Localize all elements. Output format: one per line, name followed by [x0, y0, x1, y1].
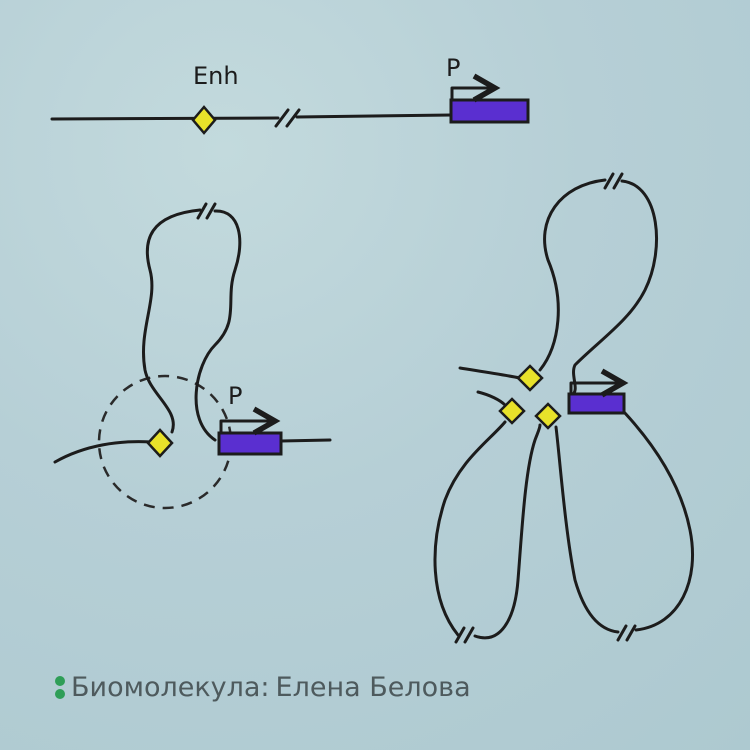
dna-strand	[142, 208, 202, 434]
enhancer-diamond	[191, 105, 217, 135]
enhancer-label: Enh	[193, 62, 239, 90]
transcription-arrow	[219, 406, 281, 436]
credit-line: Биомолекула: Елена Белова	[55, 672, 471, 703]
linear-dna-panel: Enh P	[50, 54, 530, 135]
dna-strand	[433, 420, 507, 637]
dna-strand	[279, 438, 332, 443]
dna-strand	[473, 423, 542, 640]
dna-strand	[53, 440, 154, 464]
dna-strand	[570, 179, 659, 397]
dna-strand	[554, 425, 620, 634]
break-mark	[603, 172, 624, 190]
dna-strand	[458, 366, 522, 380]
enhancer-diamond	[498, 397, 526, 425]
dna-strand	[538, 178, 607, 372]
dna-strand	[194, 209, 242, 442]
promoter-box	[449, 98, 530, 124]
promoter-box	[567, 392, 626, 415]
logo-icon	[55, 676, 65, 699]
enhancer-diamond	[146, 428, 174, 458]
dna-strand	[476, 390, 507, 407]
promoter-box	[217, 431, 283, 456]
break-mark	[454, 626, 475, 644]
break-mark	[196, 202, 217, 220]
break-mark	[616, 624, 637, 642]
break-mark	[274, 108, 301, 128]
enhancer-diamond	[534, 402, 562, 430]
dna-strand	[622, 410, 695, 632]
transcription-arrow	[450, 73, 501, 103]
credit-author: Елена Белова	[275, 672, 471, 703]
promoter-label: P	[228, 382, 242, 410]
enhancer-diamond	[516, 364, 544, 392]
credit-source: Биомолекула:	[71, 672, 270, 703]
promoter-label: P	[446, 54, 460, 82]
dna-strand	[50, 116, 280, 121]
single-loop-panel: P	[53, 202, 332, 510]
transcription-arrow	[569, 368, 629, 398]
dna-strand	[295, 113, 454, 119]
multi-loop-panel	[433, 172, 695, 644]
